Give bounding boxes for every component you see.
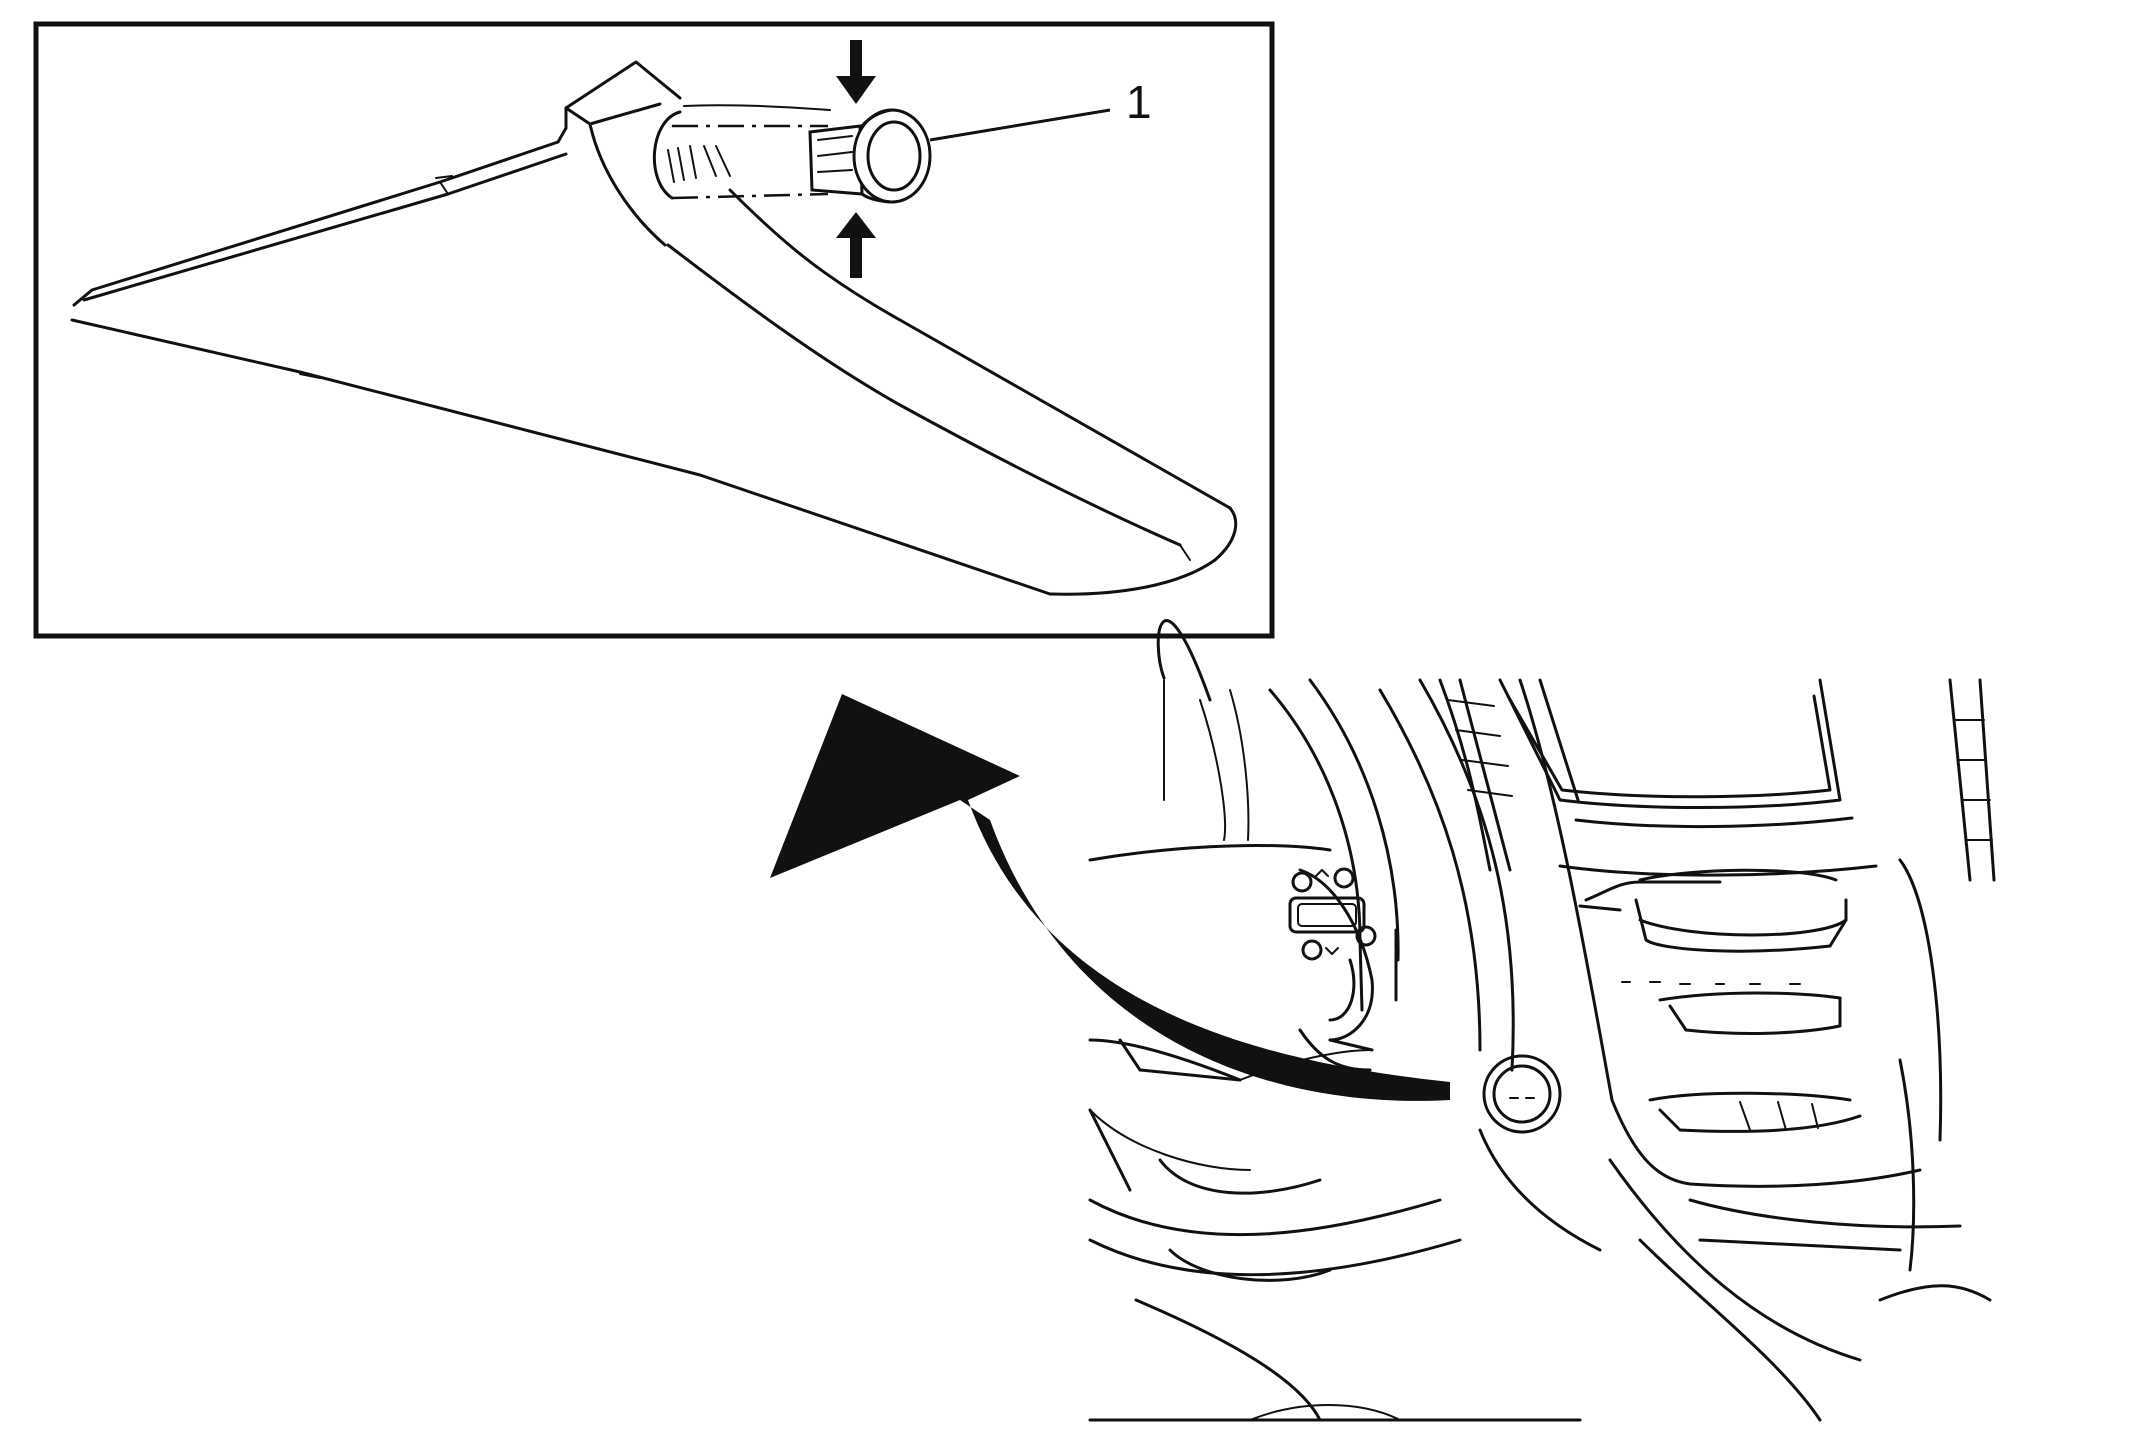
callout-1-leader xyxy=(929,108,1111,142)
callout-1-label: 1 xyxy=(1126,76,1152,128)
trim-panel xyxy=(70,60,1238,596)
vehicle-interior-view xyxy=(1088,619,1996,1422)
component-1 xyxy=(808,108,932,204)
steering-wheel-spoke xyxy=(1088,843,1377,1082)
steering-controls xyxy=(1288,867,1377,961)
center-stack xyxy=(1438,678,1996,1422)
start-button xyxy=(1482,1054,1562,1134)
lower-dash xyxy=(1088,1108,1602,1422)
detail-inset: 1 xyxy=(33,21,1275,639)
squeeze-arrow-down-icon xyxy=(836,40,876,104)
inset-frame xyxy=(33,21,1275,639)
locator-arrow-icon xyxy=(770,694,1450,1101)
steering-wheel xyxy=(1088,619,1515,1282)
squeeze-arrow-up-icon xyxy=(836,212,876,278)
